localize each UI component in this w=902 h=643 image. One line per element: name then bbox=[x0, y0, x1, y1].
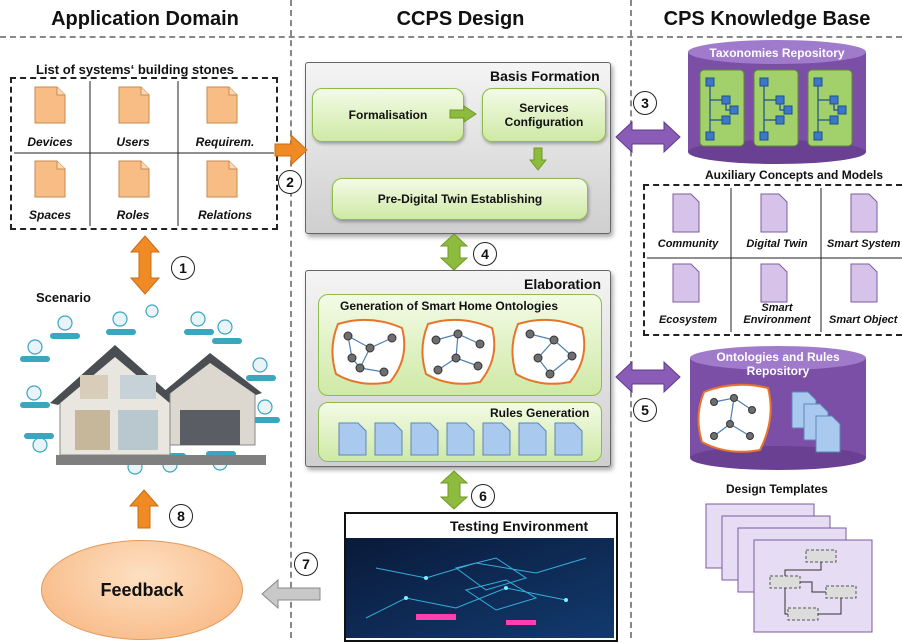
step-number-1: 1 bbox=[171, 256, 195, 280]
column-title-cps-knowledge-base: CPS Knowledge Base bbox=[663, 8, 871, 30]
testing-environment-title: Testing Environment bbox=[450, 518, 589, 534]
step-number-7: 7 bbox=[294, 552, 318, 576]
testing-environment-visual bbox=[346, 538, 614, 638]
item-label-roles: Roles bbox=[116, 208, 150, 222]
green-double-arrow-6 bbox=[439, 470, 469, 514]
ontology-graph-3 bbox=[510, 318, 588, 391]
taxonomies-repository-cylinder bbox=[688, 40, 866, 169]
formalisation-box: Formalisation bbox=[312, 88, 464, 142]
ontology-generation-title: Generation of Smart Home Ontologies bbox=[340, 299, 559, 313]
auxiliary-concepts-box: Community Digital Twin Smart System Ecos… bbox=[643, 184, 902, 336]
requirements-document-icon bbox=[206, 86, 238, 129]
green-right-arrow-small bbox=[449, 105, 477, 127]
column-title-ccps-design: CCPS Design bbox=[396, 8, 525, 30]
green-double-arrow-4 bbox=[439, 233, 469, 275]
gray-left-arrow-7 bbox=[261, 578, 321, 613]
green-down-arrow-small bbox=[528, 147, 548, 175]
aux-label-digital-twin: Digital Twin bbox=[746, 238, 808, 250]
aux-label-community: Community bbox=[657, 238, 719, 250]
aux-label-smart-environment: Smart Environment bbox=[743, 302, 811, 326]
column-divider-left bbox=[290, 0, 292, 638]
design-templates-stack bbox=[686, 496, 882, 643]
relations-document-icon bbox=[206, 160, 238, 203]
pre-digital-twin-box: Pre-Digital Twin Establishing bbox=[332, 178, 588, 220]
auxiliary-concepts-title: Auxiliary Concepts and Models bbox=[705, 168, 884, 182]
ontology-graph-2 bbox=[420, 318, 498, 391]
aux-label-smart-system: Smart System bbox=[827, 238, 901, 250]
devices-document-icon bbox=[34, 86, 66, 129]
item-label-spaces: Spaces bbox=[28, 208, 72, 222]
item-label-requirements: Requirem. bbox=[195, 135, 255, 149]
aux-label-smart-object: Smart Object bbox=[829, 314, 898, 326]
design-templates-title: Design Templates bbox=[726, 482, 828, 496]
taxonomies-repository-label: Taxonomies Repository bbox=[709, 46, 845, 60]
rule-documents-row bbox=[338, 422, 598, 461]
step-number-5: 5 bbox=[633, 398, 657, 422]
step-number-8: 8 bbox=[169, 504, 193, 528]
item-label-devices: Devices bbox=[27, 135, 73, 149]
ontologies-rules-repository-cylinder bbox=[690, 346, 866, 475]
column-divider-right bbox=[630, 0, 632, 638]
spaces-document-icon bbox=[34, 160, 66, 203]
orange-right-arrow-2 bbox=[274, 133, 308, 170]
step-number-4: 4 bbox=[473, 242, 497, 266]
basis-formation-title: Basis Formation bbox=[490, 68, 600, 84]
header-divider bbox=[0, 36, 902, 38]
services-configuration-box: Services Configuration bbox=[482, 88, 606, 142]
column-title-application-domain: Application Domain bbox=[51, 8, 239, 30]
item-label-users: Users bbox=[116, 135, 150, 149]
users-document-icon bbox=[118, 86, 150, 129]
feedback-ellipse: Feedback bbox=[41, 540, 243, 640]
orange-up-arrow-8 bbox=[128, 489, 160, 533]
elaboration-title: Elaboration bbox=[524, 276, 602, 292]
purple-double-arrow-3 bbox=[615, 120, 681, 157]
ontology-graph-1 bbox=[330, 318, 408, 391]
building-stones-title: List of systems‘ building stones bbox=[36, 62, 234, 77]
item-label-relations: Relations bbox=[197, 208, 252, 222]
step-number-6: 6 bbox=[471, 484, 495, 508]
smart-home-house-illustration bbox=[20, 304, 282, 480]
rules-generation-title: Rules Generation bbox=[490, 406, 590, 420]
step-number-2: 2 bbox=[278, 170, 302, 194]
orange-double-arrow-1 bbox=[129, 235, 161, 299]
aux-label-ecosystem: Ecosystem bbox=[658, 314, 718, 326]
purple-double-arrow-5 bbox=[615, 360, 681, 397]
scenario-label: Scenario bbox=[36, 290, 91, 305]
ontologies-rules-repository-label: Ontologies and Rules Repository bbox=[716, 350, 840, 378]
roles-document-icon bbox=[118, 160, 150, 203]
step-number-3: 3 bbox=[633, 91, 657, 115]
